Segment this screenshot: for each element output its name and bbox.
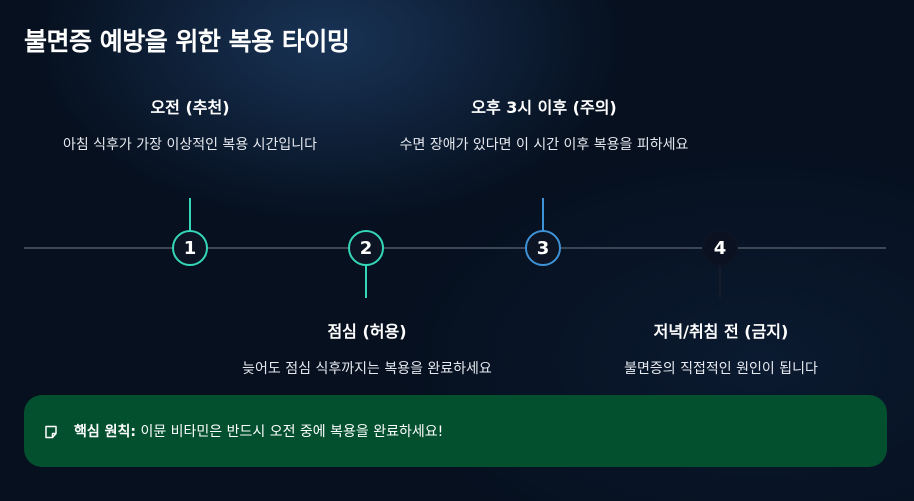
step-3-label: 오후 3시 이후 (주의) 수면 장애가 있다면 이 시간 이후 복용을 피하세… [394, 94, 694, 158]
principle-callout: 핵심 원칙: 이뮨 비타민은 반드시 오전 중에 복용을 완료하세요! [24, 395, 887, 467]
step-2-description: 늦어도 점심 식후까지는 복용을 완료하세요 [242, 361, 492, 377]
step-1-stem [189, 198, 191, 231]
step-2-node: 2 [348, 230, 384, 266]
step-2-label: 점심 (허용) 늦어도 점심 식후까지는 복용을 완료하세요 [217, 318, 517, 382]
step-2-title: 점심 (허용) [327, 322, 407, 341]
page-title: 불면증 예방을 위한 복용 타이밍 [24, 27, 350, 56]
step-1-title: 오전 (추천) [150, 98, 230, 117]
principle-text: 핵심 원칙: 이뮨 비타민은 반드시 오전 중에 복용을 완료하세요! [74, 421, 443, 441]
step-4-title: 저녁/취침 전 (금지) [653, 322, 789, 341]
step-3-description: 수면 장애가 있다면 이 시간 이후 복용을 피하세요 [399, 137, 689, 153]
note-icon [44, 424, 58, 439]
step-4-node: 4 [702, 230, 738, 266]
step-4-stem [719, 265, 721, 298]
step-2-stem [365, 265, 367, 298]
step-1-label: 오전 (추천) 아침 식후가 가장 이상적인 복용 시간입니다 [40, 94, 340, 158]
principle-message: 이뮨 비타민은 반드시 오전 중에 복용을 완료하세요! [136, 424, 444, 440]
step-3-title: 오후 3시 이후 (주의) [471, 98, 617, 117]
step-4-label: 저녁/취침 전 (금지) 불면증의 직접적인 원인이 됩니다 [571, 318, 871, 382]
principle-label: 핵심 원칙: [74, 424, 136, 440]
step-3-stem [542, 198, 544, 231]
step-1-description: 아침 식후가 가장 이상적인 복용 시간입니다 [62, 137, 318, 153]
timeline-line [24, 247, 886, 249]
step-1-node: 1 [172, 230, 208, 266]
step-4-description: 불면증의 직접적인 원인이 됩니다 [624, 361, 818, 377]
step-3-node: 3 [525, 230, 561, 266]
